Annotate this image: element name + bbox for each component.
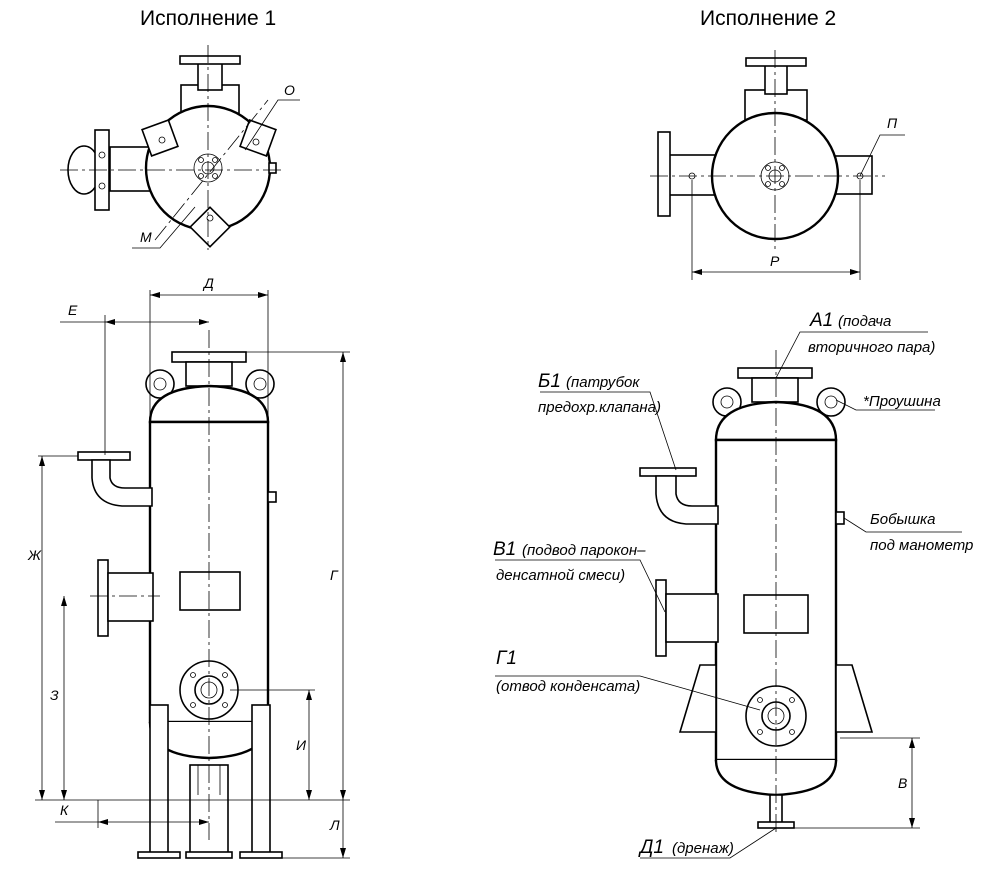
title-variant-2: Исполнение 2 [700,7,836,30]
dim-d-label: Д [202,275,214,291]
variant2-front-view: В А1 (подача вторичного пара) Б1 (патруб… [493,310,973,859]
dim-p-top-label: П [887,115,898,131]
dim-v-label: В [898,775,907,791]
dim-g-label: Г [330,567,339,583]
variant2-top-view: П Р [650,50,905,280]
dim-k-label: К [60,802,69,818]
callout-boss-line2: под манометр [870,537,973,554]
callout-b1-text1: (патрубок [566,374,640,391]
callout-b1-text2: предохр.клапана) [538,399,661,416]
variant1-top-view: О М [60,45,300,250]
callout-g1-text1: (отвод конденсата) [496,678,640,695]
title-variant-1: Исполнение 1 [140,7,276,30]
dim-l-label: Л [329,817,340,833]
callout-d1-text1: (дренаж) [672,840,734,857]
callout-a1-text1: (подача [838,313,891,330]
callout-boss-line1: Бобышка [870,511,935,528]
dim-zh-label: Ж [27,547,42,563]
callout-d1-code: Д1 [638,837,664,858]
callout-b1-code: Б1 [538,371,561,392]
dim-r-label: Р [770,253,780,269]
dim-z-label: З [50,687,59,703]
variant1-front-view: Д Е Ж З К Г И [27,275,350,859]
callout-v1-text1: (подвод парокон– [522,542,646,559]
callout-lug: *Проушина [863,393,941,410]
dim-i-label: И [296,737,307,753]
callout-a1-text2: вторичного пара) [808,339,935,356]
dim-o-label: О [284,82,295,98]
callout-a1-code: А1 [809,310,833,331]
dim-m-label: М [140,229,152,245]
dim-e-label: Е [68,302,78,318]
callout-v1-code: В1 [493,539,516,560]
callout-g1-code: Г1 [496,648,517,669]
callout-v1-text2: денсатной смеси) [496,567,625,584]
